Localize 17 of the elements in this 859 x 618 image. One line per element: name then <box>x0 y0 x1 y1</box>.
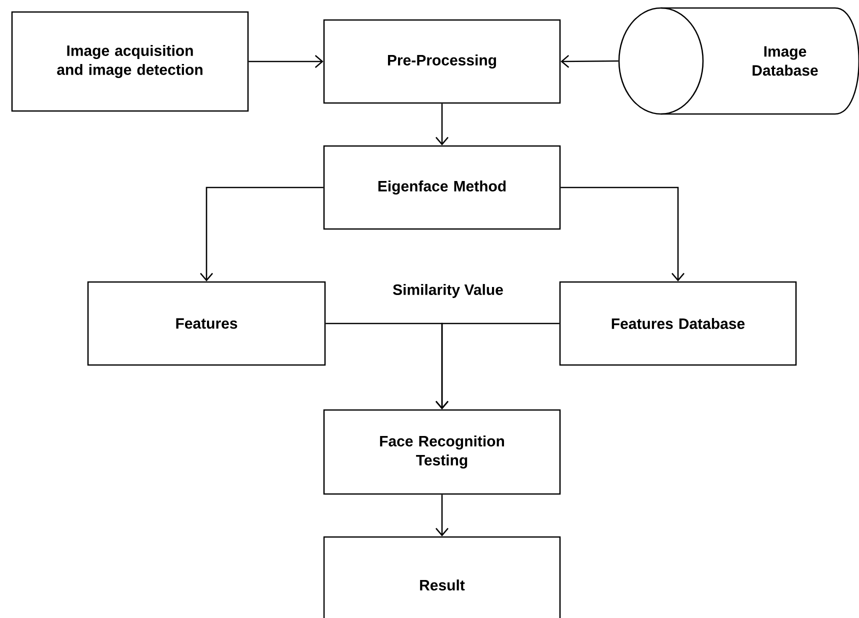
arrow <box>436 494 448 536</box>
process-box: Pre-Processing <box>323 19 561 104</box>
node-label: Image Database <box>752 46 818 76</box>
arrow <box>560 186 684 282</box>
arrow <box>200 186 324 282</box>
process-box: Image acquisition and image detection <box>11 11 249 112</box>
arrow <box>436 322 560 410</box>
junction-label: Similarity Value <box>393 284 503 298</box>
process-box: Face Recognition Testing <box>323 409 561 495</box>
process-box: Features <box>87 281 326 366</box>
arrow <box>248 55 324 68</box>
process-box: Result <box>323 536 561 618</box>
process-box: Features Database <box>559 281 797 366</box>
database-cylinder: Image Database <box>618 7 859 115</box>
arrow <box>436 104 448 146</box>
process-box: Eigenface Method <box>323 145 561 230</box>
arrow <box>560 54 618 68</box>
